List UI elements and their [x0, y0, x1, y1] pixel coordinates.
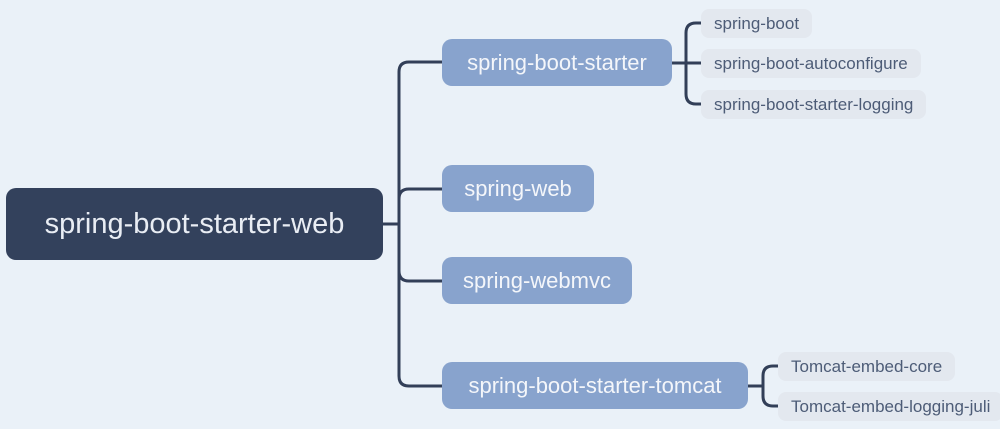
connector-root-to-branch2	[397, 187, 444, 226]
connector-root-to-branch1	[397, 60, 444, 226]
connector-root-to-branch3	[397, 222, 444, 283]
node-spring-web[interactable]: spring-web	[442, 165, 594, 212]
node-label: spring-boot-starter-tomcat	[468, 372, 722, 398]
connector-starter-to-child1	[684, 21, 704, 65]
node-label: Tomcat-embed-logging-juli	[791, 396, 991, 416]
node-label: Tomcat-embed-core	[791, 356, 943, 376]
node-label: spring-boot-starter-web	[44, 207, 345, 240]
node-tomcat-embed-logging-juli[interactable]: Tomcat-embed-logging-juli	[778, 392, 1000, 421]
connector-root-to-branch4	[397, 222, 444, 388]
node-spring-boot-autoconfigure[interactable]: spring-boot-autoconfigure	[701, 49, 921, 78]
node-spring-boot[interactable]: spring-boot	[701, 9, 813, 38]
node-label: spring-webmvc	[463, 267, 611, 293]
connector-starter-to-child3	[684, 61, 704, 106]
connector-tomcat-to-child2	[761, 384, 781, 408]
node-spring-boot-starter-tomcat[interactable]: spring-boot-starter-tomcat	[442, 362, 748, 409]
connector-tomcat-to-child1	[761, 364, 781, 388]
node-label: spring-boot-autoconfigure	[714, 53, 908, 73]
node-spring-boot-starter-logging[interactable]: spring-boot-starter-logging	[701, 90, 927, 119]
node-label: spring-web	[464, 175, 572, 201]
node-spring-boot-starter-web[interactable]: spring-boot-starter-web	[6, 188, 383, 260]
node-spring-webmvc[interactable]: spring-webmvc	[442, 257, 632, 304]
node-tomcat-embed-core[interactable]: Tomcat-embed-core	[778, 352, 956, 381]
node-spring-boot-starter[interactable]: spring-boot-starter	[442, 39, 672, 86]
node-label: spring-boot	[714, 13, 800, 33]
node-label: spring-boot-starter-logging	[714, 94, 914, 114]
node-label: spring-boot-starter	[467, 49, 647, 75]
